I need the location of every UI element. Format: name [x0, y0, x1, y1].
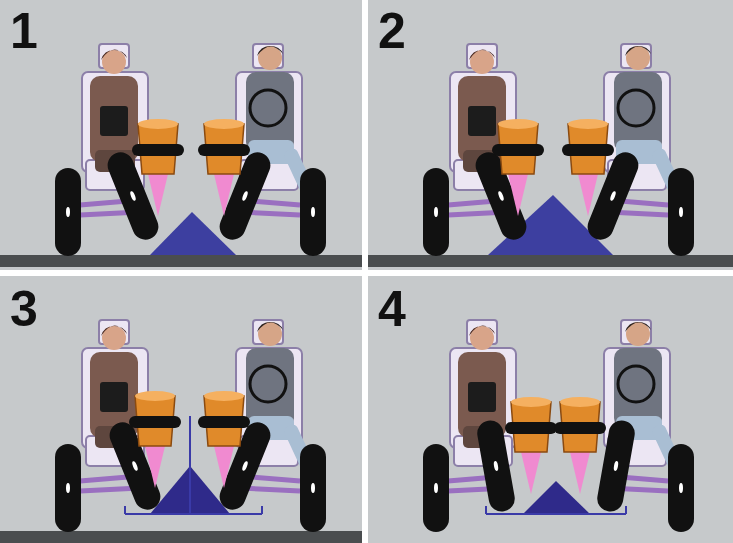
- vehicle-drawing: [368, 44, 733, 267]
- panel-background: [0, 0, 362, 270]
- vehicle-drawing: [0, 320, 362, 543]
- panel-background: [368, 0, 733, 270]
- vehicle-drawing: [423, 320, 694, 532]
- panel-number: 2: [378, 6, 406, 56]
- panel-number: 3: [10, 284, 38, 334]
- panel-background: [0, 276, 362, 543]
- panel-number: 4: [378, 284, 406, 334]
- vehicle-drawing: [0, 44, 362, 267]
- panel-number: 1: [10, 6, 38, 56]
- panel-background: [368, 276, 733, 543]
